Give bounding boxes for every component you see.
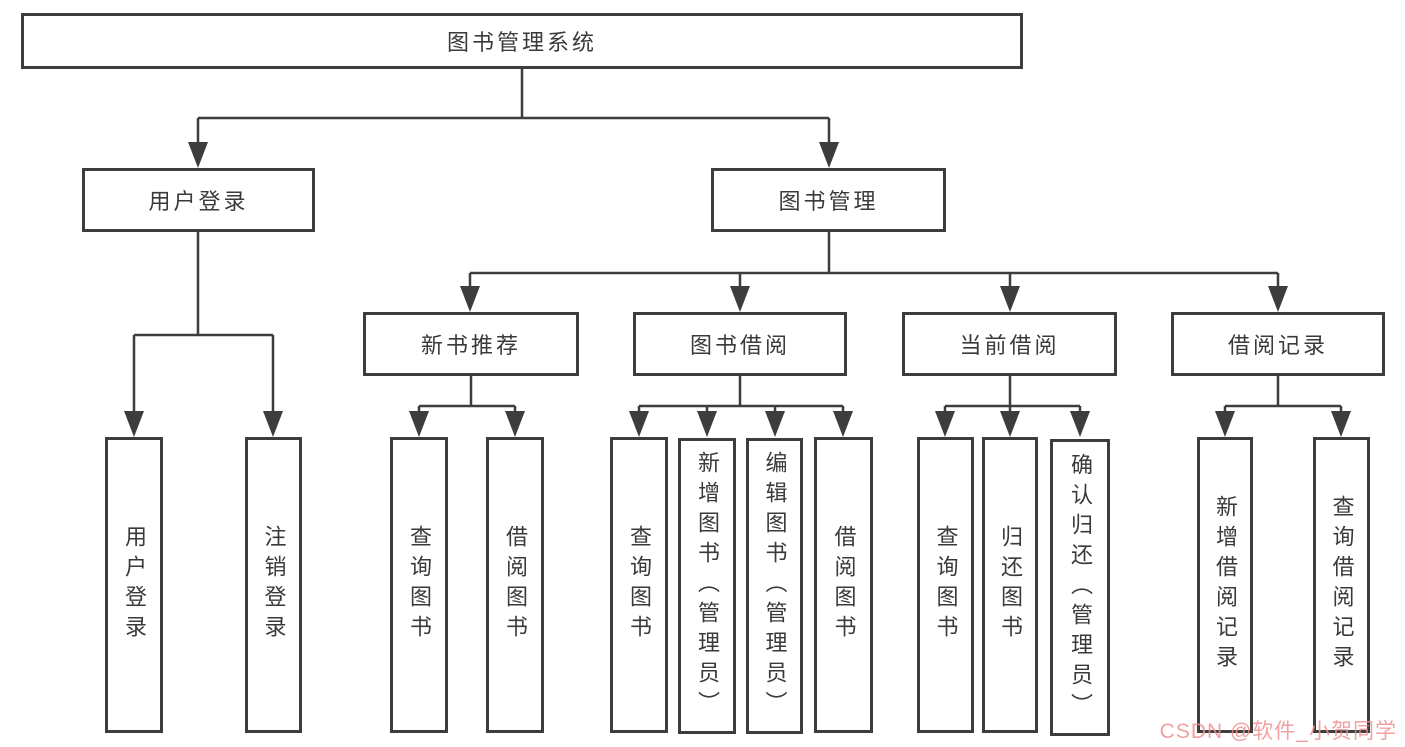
node-label: 查询图书 (407, 525, 432, 645)
node-label: 用户登录 (148, 189, 249, 214)
node-label: 注销登录 (261, 525, 287, 645)
node-book-management: 图书管理 (711, 168, 946, 232)
node-borrow-record: 借阅记录 (1171, 312, 1385, 376)
node-query-book-current: 查询图书 (917, 437, 974, 733)
node-label: 用户登录 (122, 525, 147, 645)
node-root: 图书管理系统 (21, 13, 1023, 69)
node-logout-leaf: 注销登录 (245, 437, 302, 733)
node-borrow-book-leaf: 借阅图书 (814, 437, 873, 733)
node-label: 借阅图书 (503, 525, 528, 645)
node-label: 借阅图书 (831, 525, 857, 645)
node-label: 新书推荐 (420, 333, 521, 358)
arrowheads (124, 142, 1351, 437)
node-user-login-leaf: 用户登录 (105, 437, 163, 733)
node-label: 确认归还（管理员） (1068, 452, 1093, 723)
node-query-book-recommend: 查询图书 (390, 437, 448, 733)
node-book-borrow: 图书借阅 (633, 312, 847, 376)
node-add-borrow-record: 新增借阅记录 (1197, 437, 1253, 733)
node-label: 归还图书 (998, 525, 1023, 645)
node-label: 新增图书（管理员） (695, 451, 720, 721)
node-new-book-recommend: 新书推荐 (363, 312, 579, 376)
node-label: 查询借阅记录 (1329, 495, 1355, 675)
node-label: 当前借阅 (959, 333, 1060, 358)
node-add-book-admin: 新增图书（管理员） (678, 438, 736, 734)
node-label: 图书管理系统 (446, 30, 597, 55)
node-label: 新增借阅记录 (1213, 495, 1238, 675)
node-query-book-borrow: 查询图书 (610, 437, 668, 733)
node-label: 图书管理 (778, 189, 879, 214)
node-borrow-book-recommend: 借阅图书 (486, 437, 544, 733)
node-current-borrow: 当前借阅 (902, 312, 1117, 376)
node-label: 编辑图书（管理员） (762, 451, 788, 721)
node-label: 借阅记录 (1227, 333, 1328, 358)
connector-lines (132, 69, 1343, 412)
node-edit-book-admin: 编辑图书（管理员） (746, 438, 803, 734)
node-confirm-return-admin: 确认归还（管理员） (1050, 439, 1110, 736)
node-label: 查询图书 (933, 525, 959, 645)
node-label: 查询图书 (627, 525, 652, 645)
node-query-borrow-record: 查询借阅记录 (1313, 437, 1370, 733)
node-return-book: 归还图书 (982, 437, 1038, 733)
node-label: 图书借阅 (689, 333, 790, 358)
node-user-login: 用户登录 (82, 168, 315, 232)
